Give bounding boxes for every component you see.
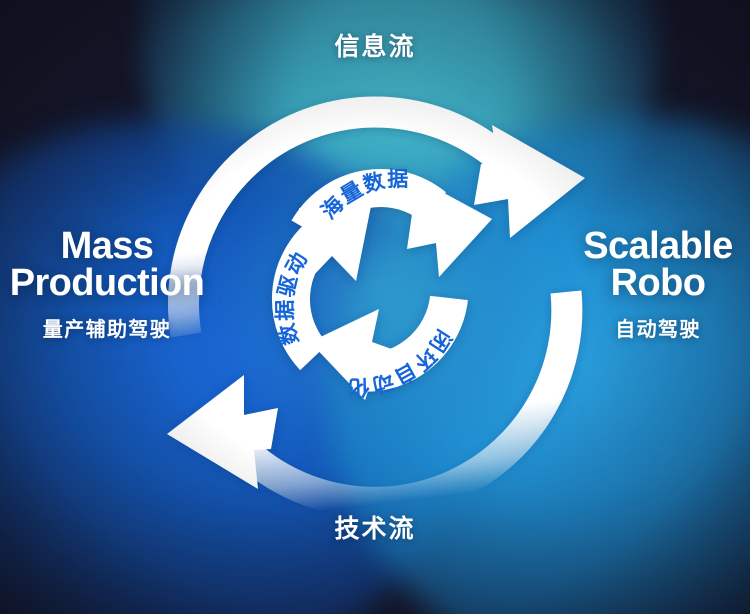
- information-flow-label: 信息流: [334, 33, 416, 61]
- scalable-robo-subtitle: 自动驾驶: [615, 319, 701, 342]
- technology-flow-label: 技术流: [334, 515, 416, 543]
- inner-cycle-ring: 海量数据 闭环自动化 数据驱动: [271, 168, 492, 400]
- mass-production-line1: Mass: [60, 225, 154, 267]
- information-flow-arrow: [167, 96, 585, 338]
- scalable-robo-line1: Scalable: [583, 225, 733, 267]
- mass-production-title: Mass Production: [0, 225, 214, 305]
- mass-production-subtitle: 量产辅助驾驶: [42, 319, 172, 342]
- node-mass-production: Mass Production 量产辅助驾驶: [0, 225, 214, 342]
- scalable-robo-title: Scalable Robo: [566, 225, 750, 305]
- node-scalable-robo: Scalable Robo 自动驾驶: [566, 225, 750, 342]
- scalable-robo-line2: Robo: [610, 262, 706, 305]
- mass-production-line2: Production: [9, 262, 205, 305]
